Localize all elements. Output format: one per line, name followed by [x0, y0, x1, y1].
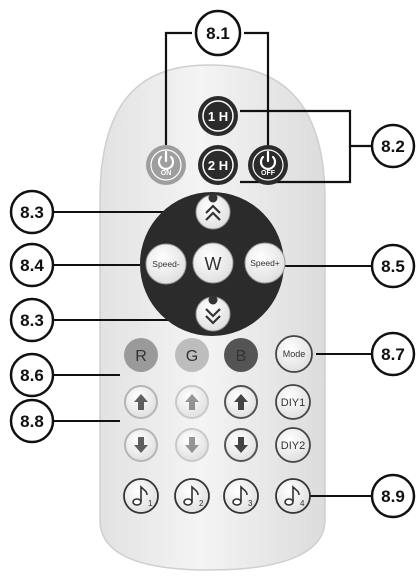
callout-8-3-bottom: 8.3 — [9, 297, 55, 343]
power-icon — [259, 150, 277, 170]
speed-minus-button[interactable]: Speed- — [145, 243, 187, 285]
callout-8-4-label: 8.4 — [20, 256, 44, 275]
callout-8-6: 8.6 — [9, 352, 55, 398]
callout-8-3-top-label: 8.3 — [20, 203, 44, 222]
green-label: G — [186, 348, 198, 365]
red-button[interactable]: R — [124, 338, 158, 372]
callout-8-9: 8.9 — [370, 473, 416, 519]
callout-8-9-label: 8.9 — [381, 487, 405, 506]
music-3-label: 3 — [248, 499, 253, 508]
chevron-up-icon — [205, 204, 221, 221]
callout-8-1-connector — [164, 31, 270, 145]
red-down-button[interactable] — [124, 428, 158, 462]
callout-8-1: 8.1 — [194, 9, 242, 57]
power-icon — [157, 150, 175, 170]
speed-minus-label: Speed- — [152, 259, 180, 269]
brightness-up-button[interactable] — [195, 193, 231, 230]
power-on-label: ON — [161, 170, 172, 177]
callout-8-4: 8.4 — [9, 242, 55, 288]
timer-2h-label: 2 H — [208, 158, 228, 173]
callout-8-2-label: 8.2 — [381, 137, 405, 156]
callout-8-8-label: 8.8 — [20, 412, 44, 431]
blue-label: B — [236, 348, 247, 365]
green-button[interactable]: G — [175, 338, 209, 372]
music-2-label: 2 — [199, 499, 204, 508]
callout-8-6-label: 8.6 — [20, 366, 44, 385]
sun-icon — [208, 295, 218, 305]
music-3-button[interactable]: 3 — [223, 478, 259, 514]
power-off-label: OFF — [261, 170, 276, 177]
green-up-button[interactable] — [175, 385, 209, 419]
red-up-button[interactable] — [124, 385, 158, 419]
mode-label: Mode — [283, 349, 306, 359]
brightness-down-button[interactable] — [195, 295, 231, 332]
callout-8-2: 8.2 — [370, 123, 416, 169]
red-label: R — [135, 348, 147, 365]
callout-8-8: 8.8 — [9, 398, 55, 444]
music-1-label: 1 — [148, 499, 153, 508]
diy2-button[interactable]: DIY2 — [275, 427, 311, 463]
diy1-button[interactable]: DIY1 — [275, 384, 311, 420]
callout-8-7-label: 8.7 — [381, 345, 405, 364]
timer-1h-label: 1 H — [208, 109, 228, 124]
diy2-label: DIY2 — [281, 440, 305, 452]
chevron-down-icon — [205, 308, 221, 325]
mode-button[interactable]: Mode — [275, 335, 313, 373]
timer-1h-button[interactable]: 1 H — [198, 96, 238, 136]
callout-8-5-label: 8.5 — [381, 257, 405, 276]
music-2-button[interactable]: 2 — [174, 478, 210, 514]
music-note-icon — [183, 485, 199, 506]
music-4-button[interactable]: 4 — [275, 478, 311, 514]
power-on-button[interactable]: ON — [146, 145, 186, 185]
speed-plus-label: Speed+ — [250, 258, 280, 268]
callout-8-1-label: 8.1 — [206, 24, 230, 43]
music-note-icon — [132, 485, 148, 506]
music-1-button[interactable]: 1 — [123, 478, 159, 514]
white-label: W — [205, 254, 222, 274]
blue-down-button[interactable] — [224, 428, 258, 462]
callout-8-7: 8.7 — [370, 331, 416, 377]
diy1-label: DIY1 — [281, 397, 305, 409]
music-note-icon — [232, 485, 248, 506]
callout-8-3-top: 8.3 — [9, 189, 55, 235]
speed-plus-button[interactable]: Speed+ — [244, 242, 286, 284]
sun-icon — [208, 193, 218, 203]
timer-2h-button[interactable]: 2 H — [198, 145, 238, 185]
music-note-icon — [284, 485, 300, 506]
blue-button[interactable]: B — [224, 338, 258, 372]
callout-8-3-bottom-label: 8.3 — [20, 311, 44, 330]
white-button[interactable]: W — [192, 242, 234, 284]
blue-up-button[interactable] — [224, 385, 258, 419]
music-4-label: 4 — [300, 499, 305, 508]
green-down-button[interactable] — [175, 428, 209, 462]
callout-8-5: 8.5 — [370, 243, 416, 289]
power-off-button[interactable]: OFF — [248, 145, 288, 185]
